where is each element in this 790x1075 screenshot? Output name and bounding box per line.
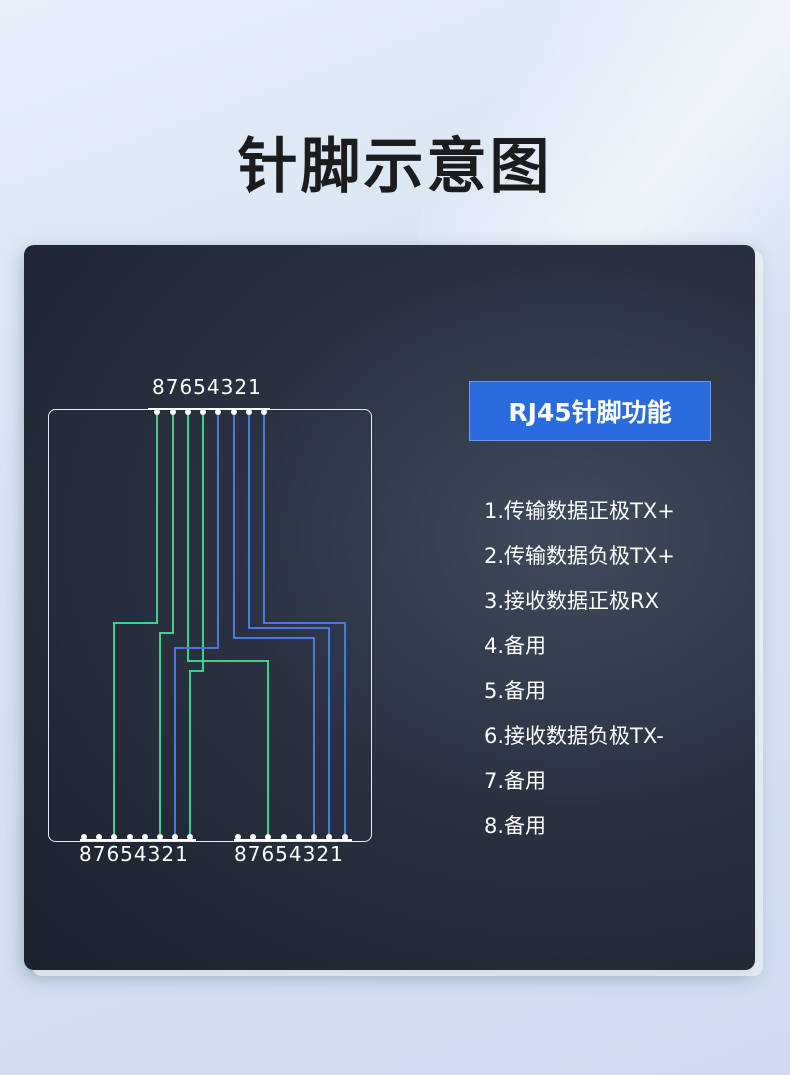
- pin: [235, 834, 241, 840]
- wire-blue-3: [248, 413, 330, 836]
- bottom-right-connector-pins: [235, 834, 348, 840]
- bottom-right-connector-label: 87654321: [234, 842, 344, 866]
- page-title: 针脚示意图: [237, 132, 553, 202]
- pin: [172, 834, 178, 840]
- wire-blue-1: [174, 413, 219, 836]
- pin: [142, 834, 148, 840]
- function-item: 3.接收数据正极RX: [484, 589, 660, 613]
- bottom-left-connector-label: 87654321: [79, 842, 189, 866]
- function-item: 6.接收数据负极TX-: [484, 724, 664, 748]
- function-item: 7.备用: [484, 769, 547, 793]
- pinout-diagram: [48, 408, 372, 842]
- function-item: 2.传输数据负极TX+: [484, 544, 675, 568]
- pin: [157, 834, 163, 840]
- bottom-left-connector-pins: [81, 834, 193, 840]
- function-item: 1.传输数据正极TX+: [484, 499, 675, 523]
- pin: [326, 834, 332, 840]
- wire-green-1: [113, 413, 158, 836]
- function-item: 4.备用: [484, 634, 547, 658]
- function-item: 5.备用: [484, 679, 547, 703]
- pin: [200, 409, 206, 415]
- function-list: 1.传输数据正极TX+ 2.传输数据负极TX+ 3.接收数据正极RX 4.备用 …: [484, 493, 675, 853]
- wire-green-2: [159, 413, 174, 836]
- wire-green-4: [189, 413, 204, 836]
- top-connector-label: 87654321: [152, 375, 262, 399]
- pin: [261, 409, 267, 415]
- pin: [215, 409, 221, 415]
- pin: [281, 834, 287, 840]
- pin: [231, 409, 237, 415]
- top-connector-pins: [154, 409, 267, 415]
- cable-frame: [48, 409, 372, 842]
- pin: [296, 834, 302, 840]
- wire-blue-4: [263, 413, 346, 836]
- pin: [185, 409, 191, 415]
- function-header: RJ45针脚功能: [469, 381, 711, 441]
- function-item: 8.备用: [484, 814, 547, 838]
- pin: [187, 834, 193, 840]
- pin: [111, 834, 117, 840]
- diagram-panel: 87654321 87654321 87654321 RJ45针脚功能 1.传输…: [24, 245, 755, 970]
- wire-green-3: [187, 413, 269, 836]
- pin: [81, 834, 87, 840]
- wire-blue-2: [233, 413, 315, 836]
- pin: [342, 834, 348, 840]
- pin: [250, 834, 256, 840]
- pin: [311, 834, 317, 840]
- pin: [246, 409, 252, 415]
- pin: [127, 834, 133, 840]
- pin: [170, 409, 176, 415]
- pin: [96, 834, 102, 840]
- pin: [154, 409, 160, 415]
- pin: [265, 834, 271, 840]
